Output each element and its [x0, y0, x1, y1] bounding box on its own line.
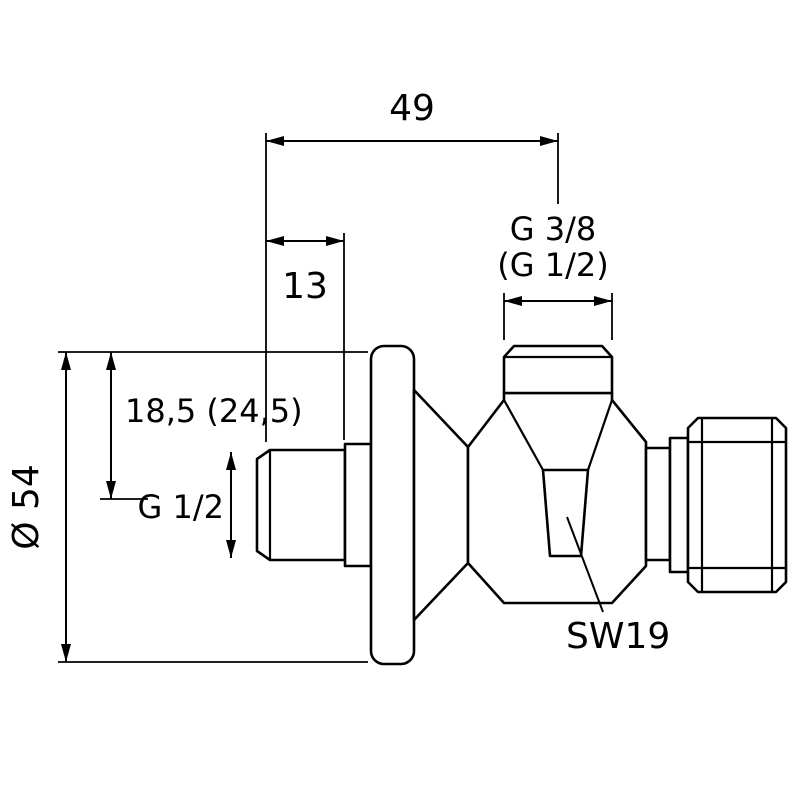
arrowhead — [226, 452, 236, 470]
handle-knob — [686, 416, 788, 594]
label-flange-diameter: Ø 54 — [6, 464, 47, 550]
arrowhead — [326, 236, 344, 246]
arrowhead — [226, 540, 236, 558]
handle-collar — [668, 436, 690, 574]
body-inner-line-right — [586, 399, 614, 471]
valve-parts — [255, 344, 788, 666]
arrowhead — [106, 352, 116, 370]
arrowhead — [106, 481, 116, 499]
arrowhead — [266, 236, 284, 246]
dim-label-49: 49 — [389, 88, 435, 129]
hex-insert — [541, 468, 590, 558]
wall-flange — [369, 344, 416, 666]
flange-cone — [412, 388, 470, 622]
dimension-labels: 49 13 G 3/8 (G 1/2) Ø 54 18,5 (24,5) G 1… — [6, 88, 670, 657]
label-top-thread-alt: (G 1/2) — [497, 246, 608, 284]
dimension-lines — [58, 133, 613, 663]
label-top-thread: G 3/8 — [510, 210, 596, 248]
arrowhead — [61, 644, 71, 662]
dim-label-depth: 18,5 (24,5) — [125, 392, 303, 430]
arrowhead — [540, 136, 558, 146]
leader-line-sw19 — [566, 516, 604, 613]
body-inner-line-left — [503, 399, 544, 471]
top-thread — [502, 344, 614, 395]
arrowhead — [504, 296, 522, 306]
label-wrench-size: SW19 — [566, 616, 670, 657]
left-shoulder — [343, 442, 373, 568]
dim-label-13: 13 — [282, 266, 328, 307]
arrowhead — [61, 352, 71, 370]
arrowhead — [266, 136, 284, 146]
label-side-thread: G 1/2 — [138, 488, 224, 526]
handle-neck — [644, 446, 672, 562]
arrowhead — [594, 296, 612, 306]
